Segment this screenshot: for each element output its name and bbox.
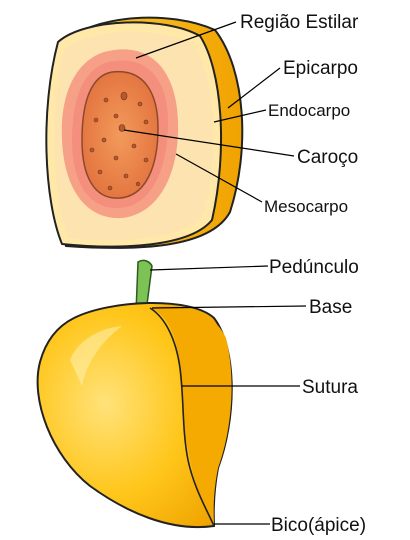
- label-caroco: Caroço: [297, 147, 358, 168]
- seed-caroco: [82, 72, 158, 198]
- label-base: Base: [309, 297, 352, 318]
- labels: Região Estilar Epicarpo Endocarpo Caroço…: [240, 12, 366, 536]
- label-endocarpo: Endocarpo: [268, 101, 350, 120]
- label-mesocarpo: Mesocarpo: [264, 197, 348, 216]
- label-epicarpo: Epicarpo: [283, 58, 358, 79]
- label-sutura: Sutura: [302, 377, 358, 398]
- mango-whole: [38, 260, 232, 527]
- label-regiao-estilar: Região Estilar: [240, 12, 359, 33]
- label-pedunculo: Pedúnculo: [269, 257, 359, 278]
- label-bico: Bico(ápice): [271, 515, 366, 536]
